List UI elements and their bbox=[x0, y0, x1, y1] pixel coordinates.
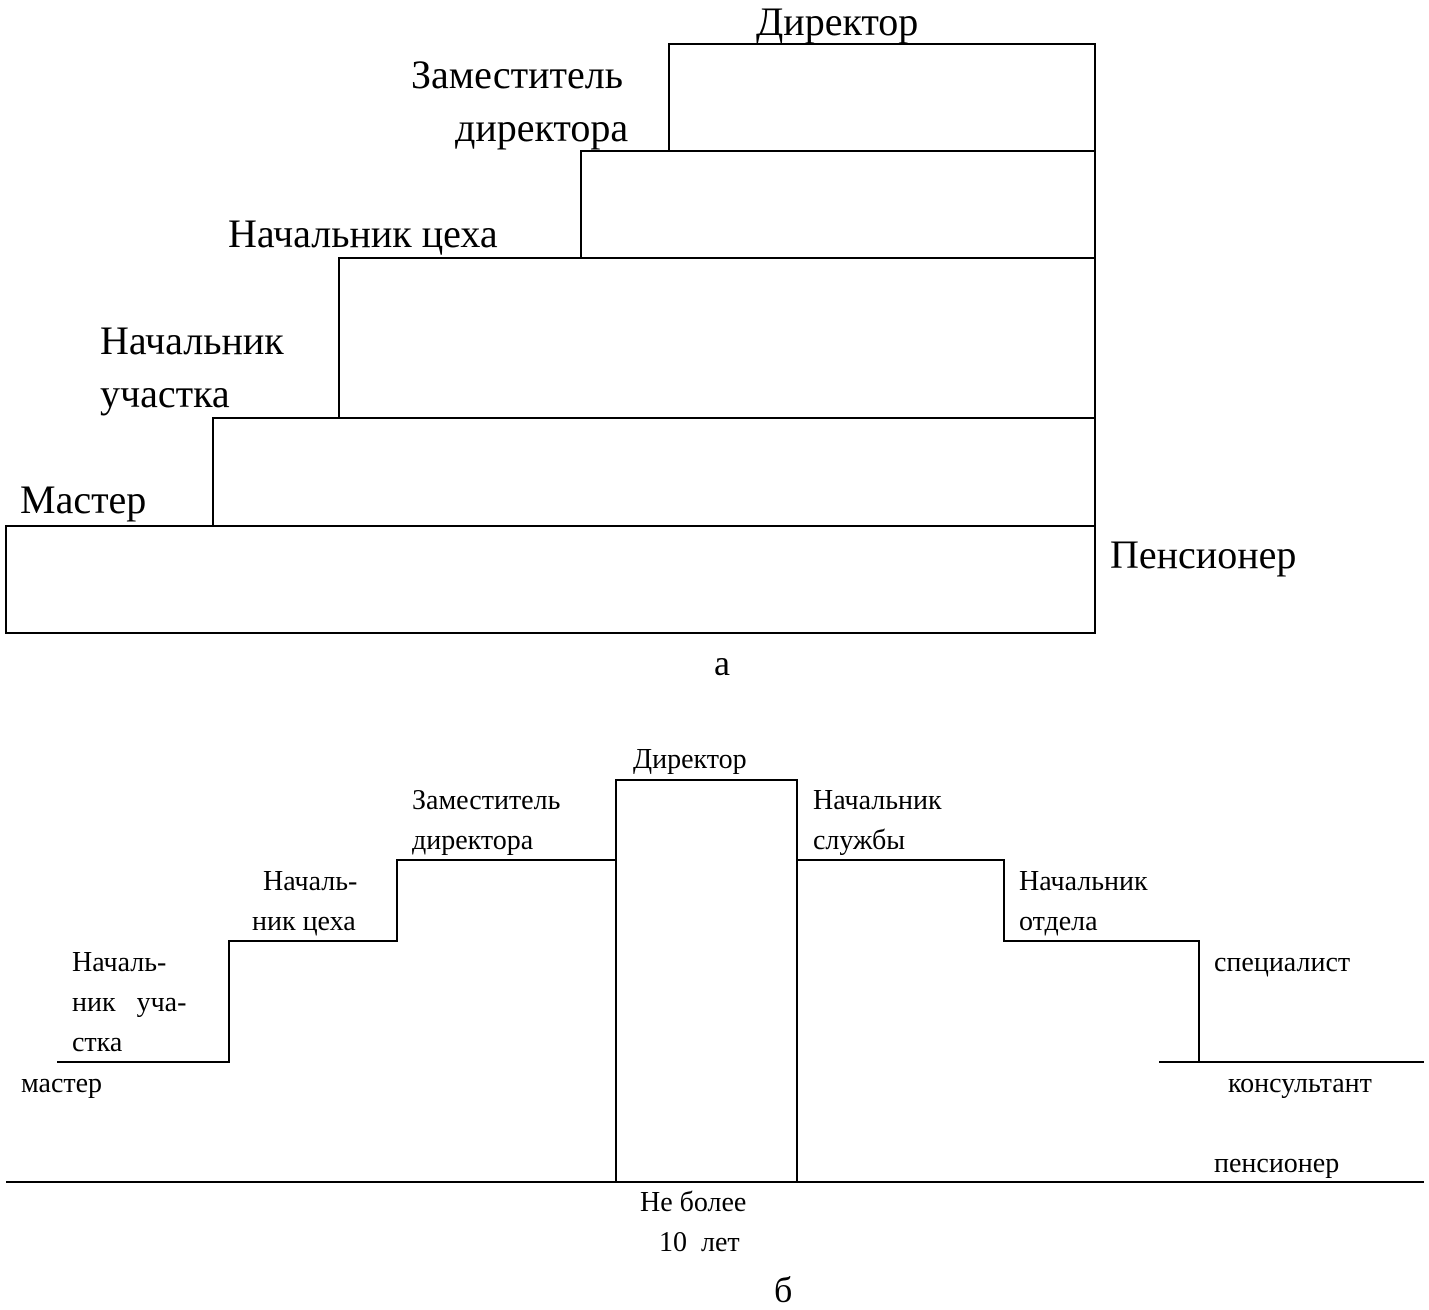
label-b-section-head-line2: ник уча- bbox=[72, 987, 187, 1018]
label-a-deputy-line2: директора bbox=[455, 105, 629, 150]
label-a-section-head-line1: Начальник bbox=[100, 318, 284, 363]
label-b-foreman: мастер bbox=[21, 1068, 103, 1099]
label-b-section-head-line1: Началь- bbox=[72, 947, 167, 978]
label-b-service-head-line1: Начальник bbox=[813, 785, 942, 816]
diagram-a-steps bbox=[5, 43, 1096, 634]
caption-b: б bbox=[774, 1270, 793, 1310]
label-a-director: Директор bbox=[756, 0, 919, 44]
step-section-head bbox=[212, 417, 1096, 527]
label-a-section-head-line2: участка bbox=[100, 371, 230, 416]
label-b-deputy-line2: директора bbox=[412, 825, 534, 856]
diagram-b-profile bbox=[6, 779, 1424, 1183]
label-b-deputy-line1: Заместитель bbox=[412, 785, 561, 816]
label-b-shop-head-line2: ник цеха bbox=[252, 906, 356, 937]
label-b-consultant: консультант bbox=[1228, 1068, 1372, 1099]
step-foreman bbox=[5, 525, 1096, 634]
director-column bbox=[615, 779, 798, 1183]
descending-profile bbox=[797, 859, 1200, 1062]
label-a-foreman: Мастер bbox=[20, 477, 147, 522]
label-b-specialist: специалист bbox=[1214, 947, 1351, 978]
label-b-director: Директор bbox=[633, 744, 747, 775]
label-b-pensioner: пенсионер bbox=[1214, 1148, 1340, 1179]
step-director bbox=[668, 43, 1096, 152]
label-b-section-head-line3: стка bbox=[72, 1027, 123, 1058]
label-b-dept-head-line1: Начальник bbox=[1019, 866, 1148, 897]
step-deputy-director bbox=[580, 150, 1096, 259]
step-shop-head bbox=[338, 257, 1096, 419]
label-b-duration-line1: Не более bbox=[640, 1187, 747, 1218]
label-b-shop-head-line1: Началь- bbox=[263, 866, 358, 897]
label-a-pensioner: Пенсионер bbox=[1110, 532, 1297, 577]
label-a-deputy-line1: Заместитель bbox=[411, 52, 623, 97]
label-b-dept-head-line2: отдела bbox=[1019, 906, 1098, 937]
label-a-shop-head: Начальник цеха bbox=[228, 211, 498, 256]
label-b-duration-line2: 10 лет bbox=[659, 1227, 740, 1258]
label-b-service-head-line2: службы bbox=[813, 825, 906, 856]
caption-a: а bbox=[714, 643, 730, 683]
